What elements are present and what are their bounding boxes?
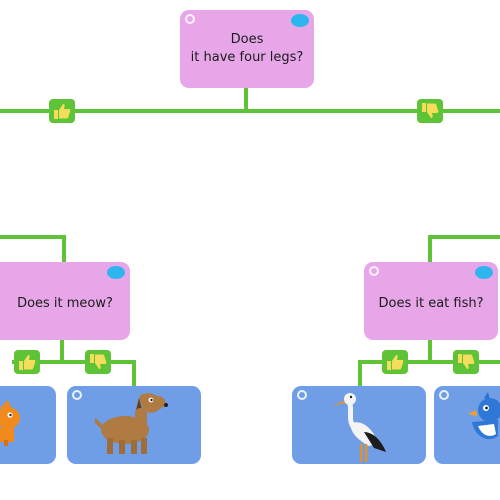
speech-bubble-icon[interactable] — [291, 14, 309, 27]
answer-card-dog[interactable] — [67, 386, 201, 464]
speech-bubble-icon[interactable] — [107, 266, 125, 279]
answer-card-bird[interactable] — [434, 386, 500, 464]
question-node-eat-fish[interactable]: Does it eat fish? — [364, 262, 498, 340]
settings-icon[interactable] — [72, 390, 82, 400]
settings-icon[interactable] — [439, 390, 449, 400]
stork-icon — [332, 393, 386, 462]
settings-icon[interactable] — [369, 266, 379, 276]
question-node-four-legs[interactable]: Does it have four legs? — [180, 10, 314, 88]
settings-icon[interactable] — [297, 390, 307, 400]
question-node-meow[interactable]: Does it meow? — [0, 262, 130, 340]
thumbs-up-icon[interactable] — [382, 350, 408, 374]
speech-bubble-icon[interactable] — [475, 266, 493, 279]
question-text: Does it eat fish? — [378, 296, 484, 311]
answer-card-cat[interactable] — [0, 386, 56, 464]
cat-icon — [0, 400, 20, 446]
answer-card-stork[interactable] — [292, 386, 426, 464]
thumbs-down-icon[interactable] — [417, 99, 443, 123]
thumbs-up-icon[interactable] — [49, 99, 75, 123]
question-text: Does it meow? — [17, 296, 113, 311]
question-text: Does it have four legs? — [190, 32, 304, 65]
thumbs-down-icon[interactable] — [85, 350, 111, 374]
bird-icon — [468, 392, 500, 440]
dog-icon — [95, 393, 168, 454]
settings-icon[interactable] — [185, 14, 195, 24]
thumbs-down-icon[interactable] — [453, 350, 479, 374]
thumbs-up-icon[interactable] — [14, 350, 40, 374]
